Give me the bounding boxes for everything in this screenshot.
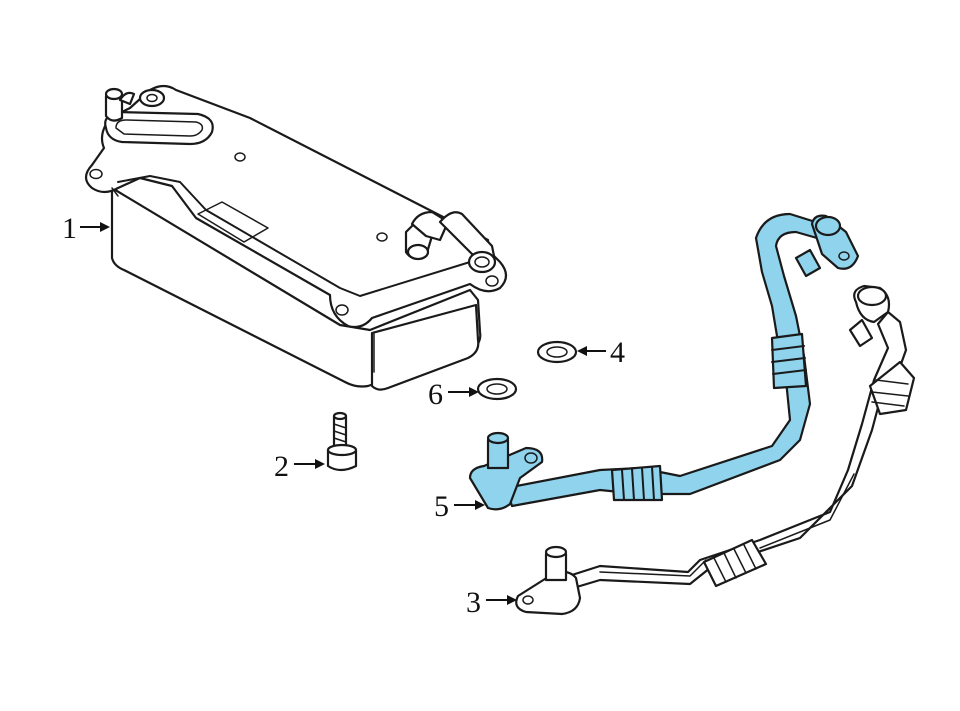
callout-4: 4 bbox=[577, 336, 625, 369]
callout-1: 1 bbox=[62, 212, 110, 245]
callout-3: 3 bbox=[466, 586, 517, 619]
callout-1-label: 1 bbox=[62, 212, 77, 245]
callout-3-label: 3 bbox=[466, 586, 481, 619]
callout-5-label: 5 bbox=[434, 490, 449, 523]
o-ring-6 bbox=[476, 377, 518, 401]
oil-cooler bbox=[84, 84, 508, 391]
callout-6: 6 bbox=[428, 378, 479, 411]
callout-5: 5 bbox=[434, 490, 485, 523]
bolt bbox=[326, 411, 358, 472]
o-ring-4 bbox=[536, 340, 578, 364]
return-line bbox=[515, 284, 916, 616]
callout-4-label: 4 bbox=[610, 336, 625, 369]
callout-6-label: 6 bbox=[428, 378, 443, 411]
supply-line bbox=[468, 212, 860, 511]
callout-2-label: 2 bbox=[274, 450, 289, 483]
callout-2: 2 bbox=[274, 450, 325, 483]
